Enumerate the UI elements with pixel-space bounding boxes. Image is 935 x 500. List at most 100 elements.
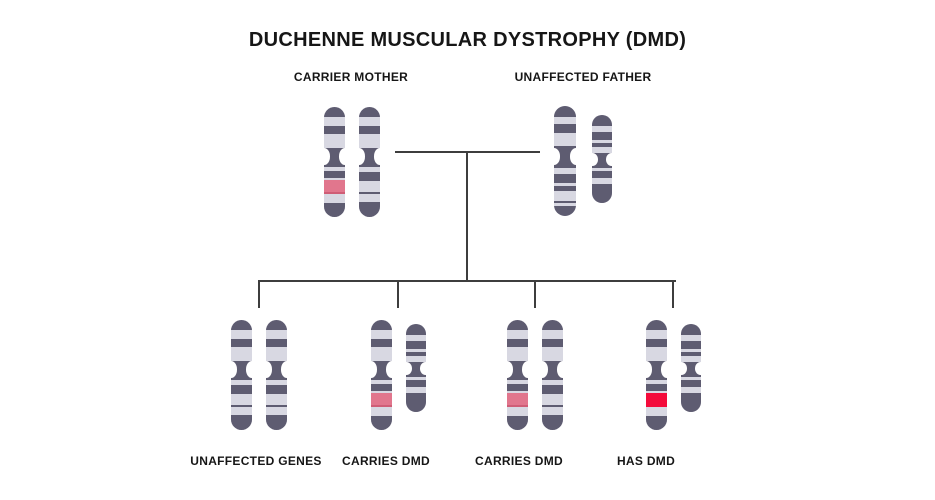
centromere-notch [371, 361, 377, 378]
chromosome-band [542, 320, 563, 330]
chromosome-band [554, 174, 576, 183]
chromosome-band [371, 320, 392, 330]
centromere-notch [554, 148, 561, 165]
chromosome-band [592, 183, 612, 203]
centromere-notch [231, 361, 237, 378]
chromosome-band [231, 404, 252, 408]
chromosome-band [324, 125, 345, 135]
x-affected-chromosome [646, 320, 667, 430]
chromosome-band [231, 320, 252, 330]
chromosome-band [231, 414, 252, 430]
centromere-notch [681, 362, 687, 376]
centromere-notch [695, 362, 701, 376]
centromere-notch [522, 361, 528, 378]
centromere-notch [374, 148, 380, 165]
chromosome-band [324, 179, 345, 192]
y-normal-chromosome [406, 324, 426, 412]
chromosome-band [507, 383, 528, 392]
centromere-notch [569, 148, 576, 165]
x-carrier-chromosome [324, 107, 345, 217]
chromosome-band [406, 380, 426, 388]
chromosome-band [359, 171, 380, 181]
centromere-notch [246, 361, 252, 378]
chromosome-band [507, 338, 528, 348]
chromosome-band [554, 186, 576, 191]
centromere-notch [507, 361, 513, 378]
centromere-notch [420, 362, 426, 376]
chromosome-band [646, 320, 667, 330]
chromosome-band [681, 324, 701, 335]
chromosome-band [592, 131, 612, 140]
chromosome-band [592, 143, 612, 147]
chromosome-band [359, 107, 380, 117]
centromere-notch [592, 153, 598, 167]
x-normal-chromosome [359, 107, 380, 217]
centromere-notch [359, 148, 365, 165]
chromosome-band [371, 404, 392, 408]
centromere-notch [386, 361, 392, 378]
y-normal-chromosome [592, 115, 612, 203]
chromosome-band [406, 392, 426, 412]
chromosome-band [646, 392, 667, 407]
x-normal-chromosome [231, 320, 252, 430]
chromosome-band [681, 340, 701, 349]
chromosome-band [324, 170, 345, 179]
chromosome-band [406, 352, 426, 356]
chromosome-band [542, 338, 563, 348]
centromere-notch [661, 361, 667, 378]
chromosome-band [359, 201, 380, 217]
centromere-notch [324, 148, 330, 165]
label-carrier-mother: CARRIER MOTHER [293, 70, 409, 84]
chromosome-band [359, 125, 380, 135]
chromosome-band [681, 392, 701, 412]
chromosome-band [507, 392, 528, 405]
child-drop-line [258, 281, 260, 308]
chromosome-band [646, 415, 667, 430]
x-normal-chromosome [266, 320, 287, 430]
chromosome-band [371, 392, 392, 405]
descent-line [466, 151, 468, 281]
label-unaffected-father: UNAFFECTED FATHER [514, 70, 652, 84]
chromosome-band [542, 404, 563, 408]
centromere-notch [606, 153, 612, 167]
centromere-notch [542, 361, 548, 378]
chromosome-band [646, 383, 667, 392]
centromere-notch [646, 361, 652, 378]
centromere-notch [557, 361, 563, 378]
centromere-notch [281, 361, 287, 378]
chromosome-band [507, 404, 528, 408]
chromosome-band [554, 123, 576, 134]
chromosome-band [554, 206, 576, 216]
chromosome-band [507, 320, 528, 330]
children-connector-line [258, 280, 676, 282]
chromosome-band [266, 338, 287, 348]
chromosome-band [231, 338, 252, 348]
chromosome-band [542, 384, 563, 394]
label-carries-dmd-2: CARRIES DMD [475, 454, 563, 468]
centromere-notch [339, 148, 345, 165]
centromere-notch [406, 362, 412, 376]
x-carrier-chromosome [507, 320, 528, 430]
chromosome-band [554, 106, 576, 117]
chromosome-band [681, 352, 701, 356]
chromosome-band [406, 340, 426, 349]
child-drop-line [397, 281, 399, 308]
chromosome-band [231, 384, 252, 394]
chromosome-band [266, 320, 287, 330]
x-father-chromosome [554, 106, 576, 216]
label-has-dmd: HAS DMD [616, 454, 676, 468]
diagram-title: DUCHENNE MUSCULAR DYSTROPHY (DMD) [248, 29, 687, 51]
y-normal-chromosome [681, 324, 701, 412]
chromosome-band [406, 324, 426, 335]
chromosome-band [324, 202, 345, 217]
chromosome-band [592, 171, 612, 179]
chromosome-band [324, 107, 345, 117]
chromosome-band [266, 384, 287, 394]
chromosome-band [359, 191, 380, 195]
chromosome-band [554, 200, 576, 203]
chromosome-band [324, 191, 345, 195]
chromosome-band [646, 338, 667, 348]
chromosome-band [371, 415, 392, 430]
chromosome-band [542, 414, 563, 430]
